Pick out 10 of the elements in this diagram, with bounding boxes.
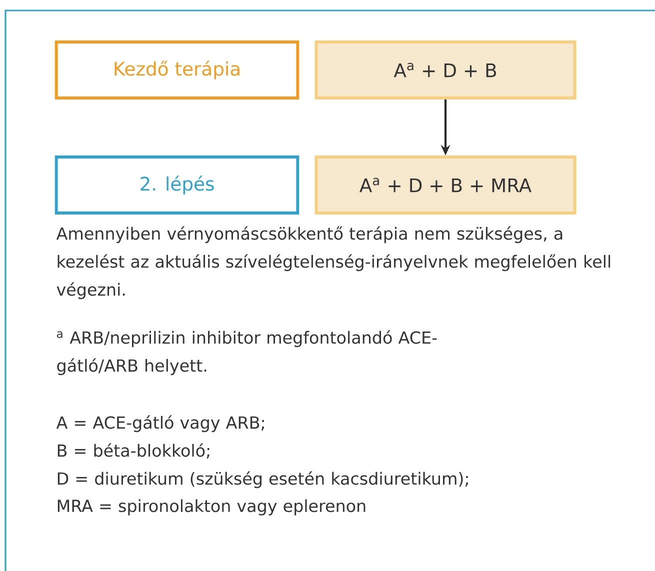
definition-text: B = béta-blokkoló;: [58, 443, 210, 459]
definition-text: A = ACE-gátló vagy ARB;: [56, 415, 264, 432]
formula-box: A$^{a}$ + D + B: [314, 40, 576, 100]
definition-text: D = diuretikum (szükség esetén kacsdiuretikum);: [58, 471, 468, 488]
label-box: 2. lépés: [54, 156, 300, 214]
label-box: Kezdő terápia: [54, 40, 300, 100]
definition-text: MRA = spironolakton vagy eplerenon: [58, 499, 366, 516]
formula-box: A$^{a}$ + D + B + MRA: [314, 156, 576, 214]
footnote-text: $^{a}$ ARB/neprilizin inhibitor megfontolandó ACE-gátló/ARB helyett.: [56, 330, 437, 376]
note-text: Amennyiben vérnyomáscsökkentő terápia nem szükséges, a kezelést az aktuális szívelégtelenség-irányelvnek megfelelően kell végezni.: [56, 226, 610, 300]
